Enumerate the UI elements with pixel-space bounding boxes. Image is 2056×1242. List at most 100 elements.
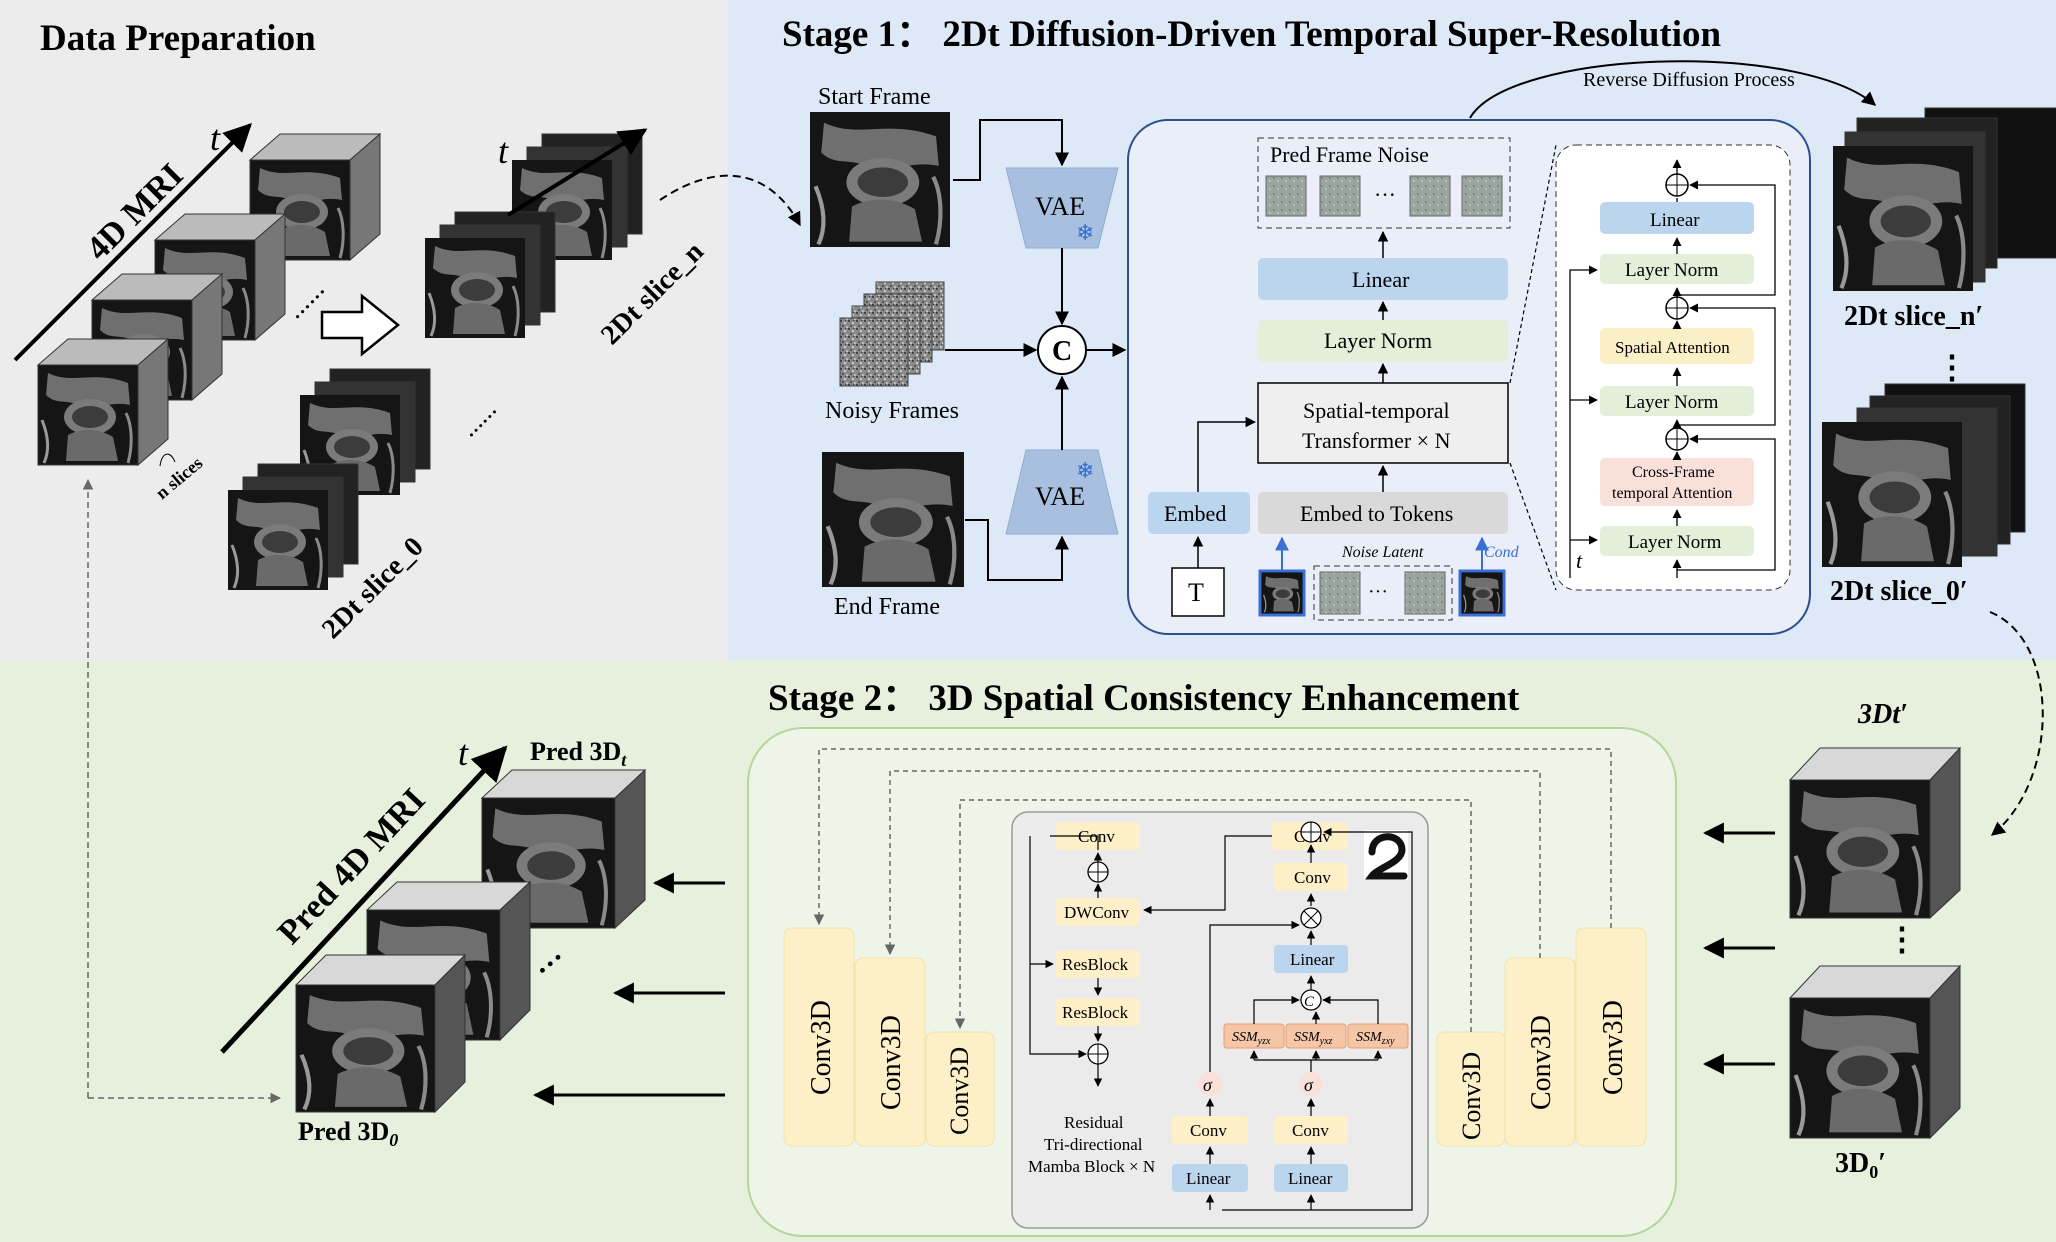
slice-stacks: [226, 133, 643, 592]
slice-time-arrow: [506, 128, 648, 217]
noise-token: [1319, 571, 1361, 615]
in-vdots: ⋮: [1886, 921, 1918, 957]
linear-block-mid: [1274, 945, 1348, 973]
residual-label-3: Mamba Block × N: [1028, 1157, 1155, 1176]
vae-bottom-label: VAE: [1035, 482, 1085, 511]
layer-norm-block: [1258, 320, 1508, 362]
detail-plus-nodes: [1665, 173, 1689, 451]
linear-block-bottom-right: [1274, 1164, 1348, 1192]
linear-block: [1258, 258, 1508, 300]
conv-block-top: [1274, 863, 1348, 891]
detail-layer-norm-2-label: Layer Norm: [1625, 392, 1719, 413]
conv3d-label: Conv3D: [1526, 1015, 1557, 1110]
end-frame-image: [822, 452, 964, 587]
cond-label: Cond: [1484, 544, 1520, 561]
pred-noise-label: Pred Frame Noise: [1270, 142, 1429, 167]
time-axis-arrow: [13, 123, 252, 362]
noisy-frames-label: Noisy Frames: [825, 398, 959, 424]
sigma-node-left: [1198, 1072, 1222, 1096]
in-3d0-label: 3D0′: [1835, 1148, 1886, 1182]
start-frame-image: [810, 112, 950, 247]
stage1-to-stage2-arrow: [1989, 611, 2044, 836]
time-label: t: [210, 118, 221, 158]
embed-block: [1148, 492, 1250, 534]
out-vdots: ⋮: [1936, 349, 1968, 385]
linear-label: Linear: [1288, 1169, 1333, 1188]
linear-label: Linear: [1290, 950, 1335, 969]
noise-token: [1404, 571, 1446, 615]
embed-tokens-label: Embed to Tokens: [1300, 501, 1453, 526]
conv-block-bottom-right: [1274, 1116, 1348, 1144]
left-plus-nodes: [1087, 861, 1109, 1065]
data-prep-title: Data Preparation: [40, 18, 316, 59]
embed-label: Embed: [1164, 501, 1226, 526]
noise-tile: [1461, 175, 1503, 217]
out-slice-n-label: 2Dt slice_n′: [1844, 301, 1983, 332]
t-box-label: T: [1188, 578, 1204, 607]
noise-tile: [1319, 175, 1361, 217]
pred-3d0-cube: [296, 953, 467, 1112]
prep-to-stage1-arrow: [659, 174, 801, 227]
detail-layer-norm-2: [1600, 386, 1754, 416]
resblock-2-label: ResBlock: [1062, 1003, 1129, 1022]
layer-norm-label: Layer Norm: [1324, 328, 1432, 353]
conv3d-label: Conv3D: [806, 1000, 837, 1095]
st-transformer-label-1: Spatial-temporal: [1303, 398, 1450, 423]
t-box: [1171, 567, 1225, 617]
conv-label: Conv: [1294, 868, 1331, 887]
snowflake-icon: ❄: [1076, 220, 1094, 245]
in-3dt-label: 3Dt′: [1857, 699, 1908, 730]
residual-label-2: Tri-directional: [1044, 1135, 1143, 1154]
end-frame-label: End Frame: [834, 594, 940, 620]
token-ellipsis: ···: [1368, 581, 1388, 603]
sigma-node-right: [1299, 1072, 1323, 1096]
slice-time-label: t: [498, 131, 509, 171]
conv-block-bottom-left: [1172, 1116, 1248, 1144]
conv-label: Conv: [1190, 1121, 1227, 1140]
ssm-yzx-label: SSMyzx: [1232, 1030, 1271, 1047]
pred-3dt-cube: [480, 768, 647, 930]
detail-cross-frame-label-1: Cross-Frame: [1632, 464, 1715, 481]
reverse-diffusion-arrow: [1469, 60, 1877, 119]
detail-spatial-attention-label: Spatial Attention: [1615, 338, 1730, 357]
resblock-1: [1056, 950, 1140, 978]
linear-label: Linear: [1352, 267, 1410, 292]
pred-time-arrow: [220, 745, 508, 1054]
resblock-2: [1056, 998, 1140, 1026]
pred-mid-cube: [365, 880, 532, 1042]
transform-arrow: [320, 293, 400, 357]
residual-label-1: Residual: [1064, 1113, 1124, 1132]
vae-encoder-bottom: [1005, 449, 1119, 535]
input-3d0-cube: [1790, 964, 1962, 1138]
sigma-left-label: σ: [1203, 1075, 1213, 1095]
reverse-diffusion-label: Reverse Diffusion Process: [1583, 69, 1795, 91]
detail-linear-label: Linear: [1650, 210, 1700, 231]
vae-top-label: VAE: [1035, 192, 1085, 221]
detail-cross-frame-attention: [1600, 458, 1754, 506]
detail-layer-norm-1: [1600, 254, 1754, 284]
conv3d-label: Conv3D: [1457, 1052, 1486, 1140]
start-frame-label: Start Frame: [818, 84, 931, 110]
conv3d-label: Conv3D: [1598, 1000, 1629, 1095]
noise-tile: [1409, 175, 1451, 217]
stage1-title: Stage 1： 2Dt Diffusion-Driven Temporal S…: [782, 14, 1721, 55]
noise-latent-label: Noise Latent: [1341, 544, 1424, 561]
snowflake-icon: ❄: [1076, 458, 1094, 483]
linear-block-bottom-left: [1172, 1164, 1248, 1192]
concat-label: C: [1052, 336, 1072, 367]
conv3d-label: Conv3D: [876, 1015, 907, 1110]
ssm-zxy-label: SSMzxy: [1356, 1030, 1395, 1047]
sigma-right-label: σ: [1304, 1075, 1314, 1095]
noise-tile: [1265, 175, 1307, 217]
detail-layer-norm-3-label: Layer Norm: [1628, 532, 1722, 553]
input-3dt-cube: [1790, 746, 1962, 918]
embed-tokens-block: [1258, 492, 1508, 534]
vae-encoder-top: [1005, 167, 1119, 249]
detail-layer-norm-3: [1600, 526, 1754, 556]
detail-layer-norm-1-label: Layer Norm: [1625, 260, 1719, 281]
detail-cross-frame-label-2: temporal Attention: [1612, 485, 1732, 502]
dwconv-block: [1056, 898, 1140, 926]
noisy-frames-stack: [839, 281, 945, 387]
input-arrows: [532, 822, 1775, 1106]
